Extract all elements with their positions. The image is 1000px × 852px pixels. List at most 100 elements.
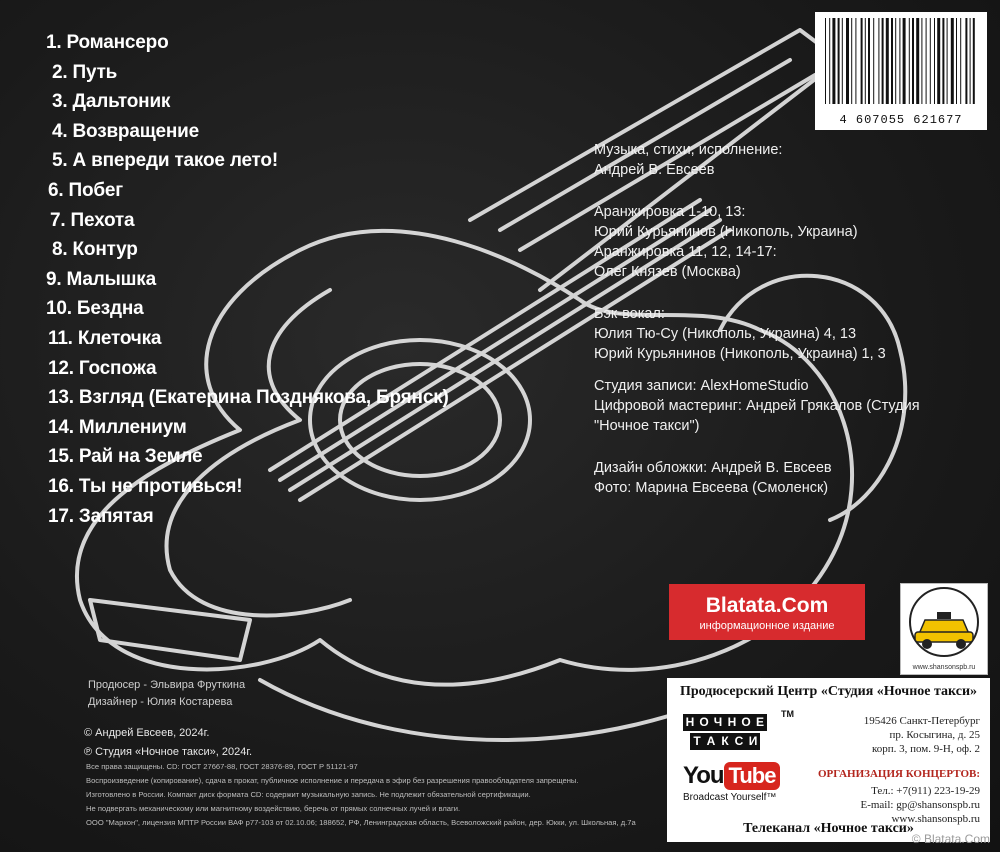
- barcode-bar: [960, 18, 962, 104]
- phonogram-line: ℗ Студия «Ночное такси», 2024г.: [84, 746, 253, 758]
- legal-line: Изготовлено в России. Компакт диск форма…: [86, 790, 531, 799]
- credit-backing-name: Юлия Тю-Су (Никополь, Украина) 4, 13: [594, 326, 857, 342]
- barcode-bar: [868, 18, 870, 104]
- taxi-car-icon: [909, 587, 979, 657]
- phone: Тел.: +7(911) 223-19-29: [871, 785, 980, 797]
- barcode-bar: [873, 18, 875, 104]
- copyright-line: © Андрей Евсеев, 2024г.: [84, 727, 210, 739]
- producer-center-box: Продюсерский Центр «Студия «Ночное такси…: [667, 678, 990, 842]
- credit-studio: Студия записи: AlexHomeStudio: [594, 378, 809, 394]
- barcode-bar: [860, 18, 863, 104]
- blatata-title: Blatata.Com: [705, 594, 829, 617]
- barcode-bar: [841, 18, 843, 104]
- blatata-badge: Blatata.Com информационное издание: [669, 584, 865, 640]
- credit-arrangement-name: Юрий Курьянинов (Никополь, Украина): [594, 224, 858, 240]
- address-line: 195426 Санкт-Петербург: [863, 715, 980, 727]
- barcode-bar: [902, 18, 906, 104]
- brand-letter: И: [746, 733, 760, 750]
- track-item: 9. Малышка: [46, 268, 156, 290]
- address-line: пр. Косыгина, д. 25: [889, 729, 981, 741]
- track-item: 15. Рай на Земле: [48, 446, 203, 468]
- website: www.shansonspb.ru: [891, 813, 980, 825]
- track-item: 4. Возвращение: [52, 120, 200, 142]
- brand-letter: О: [697, 714, 711, 731]
- address-block: 195426 Санкт-Петербург пр. Косыгина, д. …: [864, 714, 980, 756]
- barcode-bar: [881, 18, 884, 104]
- brand-letter: С: [732, 733, 746, 750]
- brand-letter: Е: [753, 714, 767, 731]
- producer-credit: Продюсер - Эльвира Фруткина: [88, 679, 246, 691]
- track-item: 17. Запятая: [48, 505, 154, 527]
- track-item: 13. Взгляд (Екатерина Позднякова, Брянск…: [48, 387, 449, 409]
- barcode: 4 607055 621677: [815, 12, 987, 130]
- barcode-bar: [878, 18, 880, 104]
- barcode-bar: [956, 18, 957, 104]
- trademark: TM: [781, 709, 794, 719]
- barcode-bar: [937, 18, 941, 104]
- barcode-bar: [916, 18, 920, 104]
- track-item: 14. Миллениум: [48, 416, 187, 438]
- barcode-bar: [946, 18, 948, 104]
- credit-design: Дизайн обложки: Андрей В. Евсеев: [594, 460, 832, 476]
- barcode-bar: [846, 18, 849, 104]
- barcode-bar: [895, 18, 897, 104]
- small-credits: Продюсер - Эльвира Фруткина Дизайнер - Ю…: [88, 677, 245, 711]
- watermark: © Blatata.Com: [911, 832, 990, 846]
- barcode-bar: [829, 18, 831, 104]
- track-item: 1. Романсеро: [46, 32, 169, 53]
- track-item: 12. Госпожа: [48, 357, 157, 379]
- credit-music-label: Музыка, стихи, исполнение:: [594, 142, 783, 158]
- blatata-subtitle: информационное издание: [699, 620, 835, 632]
- designer-credit: Дизайнер - Юлия Костарева: [88, 696, 233, 708]
- track-item: 7. Пехота: [50, 209, 135, 231]
- credit-music-name: Андрей В. Евсеев: [594, 162, 715, 178]
- youtube-tube: Tube: [723, 762, 781, 790]
- brand-letter: Н: [683, 714, 697, 731]
- credit-mastering: Цифровой мастеринг: Андрей Грякалов (Сту…: [594, 398, 920, 414]
- brand-letter: Н: [725, 714, 739, 731]
- barcode-digits: 4 607055 621677: [839, 113, 963, 127]
- barcode-bar: [855, 18, 857, 104]
- legal-line: Воспроизведение (копирование), сдача в п…: [86, 776, 579, 785]
- credit-backing-label: Бэк-вокал:: [594, 306, 665, 322]
- track-list: 1. Романсеро 2. Путь 3. Дальтоник 4. Воз…: [46, 28, 449, 531]
- youtube-slogan: Broadcast Yourself™: [683, 792, 777, 803]
- credit-mastering: "Ночное такси"): [594, 418, 700, 434]
- tv-channel: Телеканал «Ночное такси»: [743, 821, 914, 836]
- concert-org-label: ОРГАНИЗАЦИЯ КОНЦЕРТОВ:: [818, 768, 980, 780]
- legal-line: Не подвергать механическому или магнитно…: [86, 804, 461, 813]
- credits-block: Музыка, стихи, исполнение: Андрей В. Евс…: [594, 140, 994, 498]
- barcode-bar: [912, 18, 914, 104]
- barcode-bar: [965, 18, 968, 104]
- legal-text: Все права защищены. CD: ГОСТ 27667-88, Г…: [86, 760, 666, 830]
- barcode-bar: [950, 18, 954, 104]
- credit-arrangement-name: Олег Князев (Москва): [594, 264, 741, 280]
- credit-backing-name: Юрий Курьянинов (Никополь, Украина) 1, 3: [594, 346, 886, 362]
- brand-letter: Т: [690, 733, 704, 750]
- brand-letter: К: [718, 733, 732, 750]
- contacts-block: Тел.: +7(911) 223-19-29 E-mail: gp@shans…: [860, 784, 980, 826]
- brand-letter: Ч: [711, 714, 725, 731]
- barcode-bar: [942, 18, 945, 104]
- barcode-bar: [929, 18, 931, 104]
- youtube-you: You: [683, 762, 725, 789]
- barcode-bar: [851, 18, 853, 104]
- track-item: 2. Путь: [52, 61, 118, 83]
- barcode-bar: [908, 18, 910, 104]
- track-item: 8. Контур: [52, 239, 138, 261]
- barcode-bars: [825, 18, 975, 104]
- barcode-bar: [925, 18, 927, 104]
- brand-letter: А: [704, 733, 718, 750]
- barcode-bar: [972, 18, 975, 104]
- barcode-bar: [837, 18, 840, 104]
- barcode-bar: [885, 18, 889, 104]
- barcode-bar: [934, 18, 935, 104]
- barcode-bar: [825, 18, 826, 104]
- taxi-logo: www.shansonspb.ru: [900, 583, 988, 675]
- track-item: 16. Ты не противься!: [48, 475, 243, 497]
